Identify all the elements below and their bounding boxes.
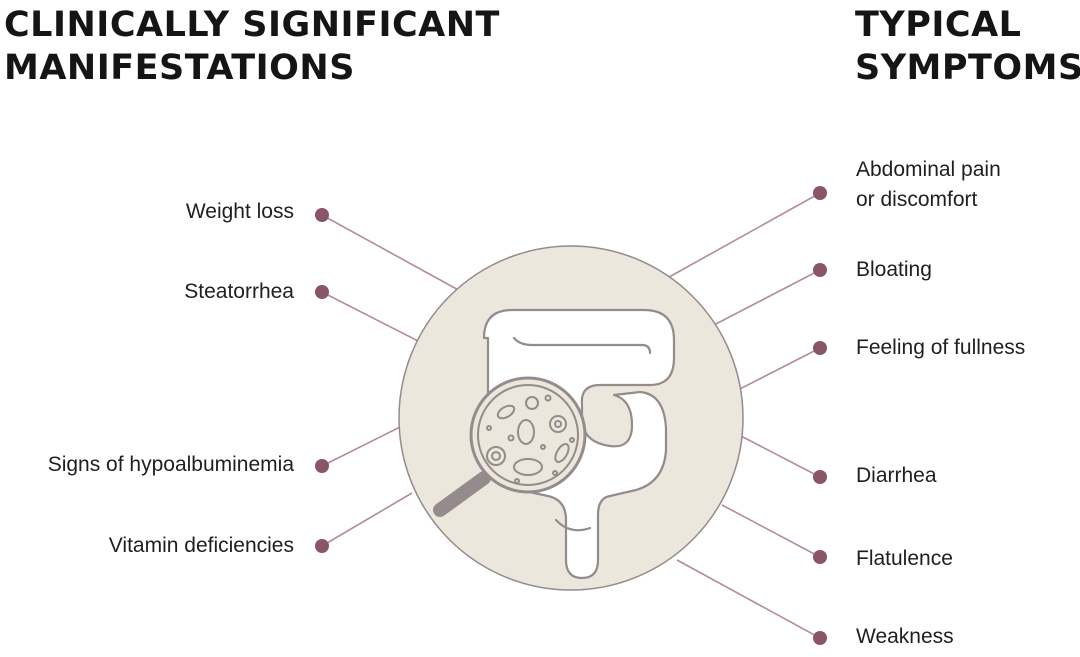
- connector-line: [721, 504, 821, 558]
- bullet-dot: [813, 631, 827, 645]
- connector-line: [321, 214, 463, 293]
- typical-symptoms-heading: TYPICAL SYMPTOMS: [855, 4, 1080, 90]
- heading-line: TYPICAL: [855, 5, 1022, 45]
- heading-line: MANIFESTATIONS: [4, 48, 355, 88]
- connector-line: [740, 435, 821, 478]
- bullet-dot: [315, 459, 329, 473]
- connector-line: [661, 192, 821, 282]
- symptom-label-diarrhea: Diarrhea: [856, 464, 937, 487]
- bullet-dot: [315, 208, 329, 222]
- connector-lines: [321, 192, 821, 639]
- manifestation-label-weight-loss: Weight loss: [185, 200, 294, 223]
- bullet-dot: [813, 263, 827, 277]
- symptom-label-bloating: Bloating: [856, 258, 932, 281]
- clinical-manifestations-heading: CLINICALLY SIGNIFICANT MANIFESTATIONS: [4, 4, 500, 90]
- manifestation-label-vitamin-deficiencies: Vitamin deficiencies: [108, 534, 294, 557]
- connector-line: [735, 347, 821, 392]
- manifestation-label-steatorrhea: Steatorrhea: [184, 280, 294, 303]
- bullet-dot: [813, 470, 827, 484]
- manifestation-label-hypoalbuminemia: Signs of hypoalbuminemia: [47, 453, 294, 476]
- symptom-label-flatulence: Flatulence: [856, 547, 953, 570]
- bullet-dot: [315, 539, 329, 553]
- connector-line: [676, 559, 821, 639]
- connector-line: [321, 426, 401, 467]
- bullet-dot: [315, 285, 329, 299]
- symptom-label-line: Abdominal pain: [856, 158, 1001, 181]
- symptom-label-fullness: Feeling of fullness: [856, 336, 1026, 359]
- heading-line: CLINICALLY SIGNIFICANT: [4, 5, 500, 45]
- connector-line: [711, 269, 821, 327]
- bullet-dot: [813, 186, 827, 200]
- symptom-label-weakness: Weakness: [856, 625, 954, 648]
- heading-line: SYMPTOMS: [855, 48, 1080, 88]
- symptom-label-line: or discomfort: [856, 188, 978, 211]
- connector-line: [321, 291, 423, 344]
- endpoint-dots: [315, 186, 827, 645]
- bullet-dot: [813, 341, 827, 355]
- magnifier-handle: [433, 471, 491, 517]
- bullet-dot: [813, 550, 827, 564]
- symptom-label-abdominal-pain: Abdominal pain or discomfort: [856, 155, 1001, 215]
- microbes-icon: [486, 394, 575, 484]
- connector-line: [321, 492, 413, 547]
